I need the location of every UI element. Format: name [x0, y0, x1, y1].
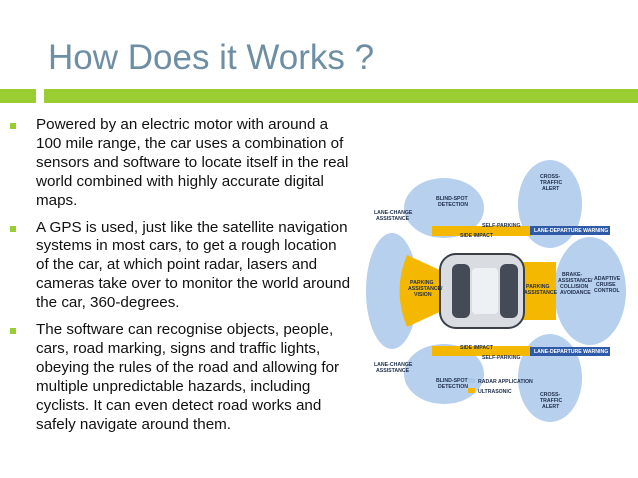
- ultrasonic-side-bottom: [432, 346, 532, 356]
- label-side-impact-top: SIDE IMPACT: [460, 233, 494, 239]
- bullet-square-icon: [10, 328, 16, 335]
- slide-title: How Does it Works ?: [48, 38, 375, 77]
- radar-blind-top: [404, 178, 484, 238]
- label-side-impact-bottom: SIDE IMPACT: [460, 345, 494, 351]
- bullet-square-icon: [10, 123, 16, 129]
- bullet-item: The software can recognise objects, peop…: [10, 321, 352, 434]
- bullet-text: A GPS is used, just like the satellite n…: [36, 218, 351, 312]
- accent-bar: [44, 89, 638, 103]
- accent-bar-left: [0, 89, 36, 103]
- ultrasonic-front: [522, 262, 556, 320]
- radar-front-wide: [554, 237, 626, 345]
- car-windshield: [500, 264, 518, 318]
- label-self-parking-top: SELF-PARKING: [482, 223, 521, 229]
- legend-ultrasonic-label: ULTRASONIC: [478, 389, 512, 395]
- lane-departure-bar-bottom: [530, 347, 610, 356]
- radar-blind-bottom: [404, 344, 484, 404]
- car-window-rear: [452, 264, 470, 318]
- car-roof: [472, 268, 498, 314]
- legend-radar-label: RADAR APPLICATION: [478, 379, 533, 385]
- label-self-parking-bottom: SELF-PARKING: [482, 355, 521, 361]
- legend-ultrasonic-swatch: [468, 388, 475, 393]
- legend-radar-swatch: [468, 378, 475, 383]
- bullet-list: Powered by an electric motor with around…: [10, 116, 352, 443]
- bullet-item: Powered by an electric motor with around…: [10, 116, 352, 211]
- ultrasonic-rear: [399, 255, 444, 327]
- bullet-item: A GPS is used, just like the satellite n…: [10, 219, 352, 314]
- label-lane-departure-top: LANE-DEPARTURE WARNING: [534, 228, 608, 234]
- label-lane-departure-bottom: LANE-DEPARTURE WARNING: [534, 349, 608, 355]
- ultrasonic-side-top: [432, 226, 532, 236]
- bullet-text: Powered by an electric motor with around…: [36, 116, 349, 209]
- lane-departure-bar-top: [530, 226, 610, 235]
- bullet-text: The software can recognise objects, peop…: [36, 321, 340, 433]
- bullet-square-icon: [10, 225, 16, 232]
